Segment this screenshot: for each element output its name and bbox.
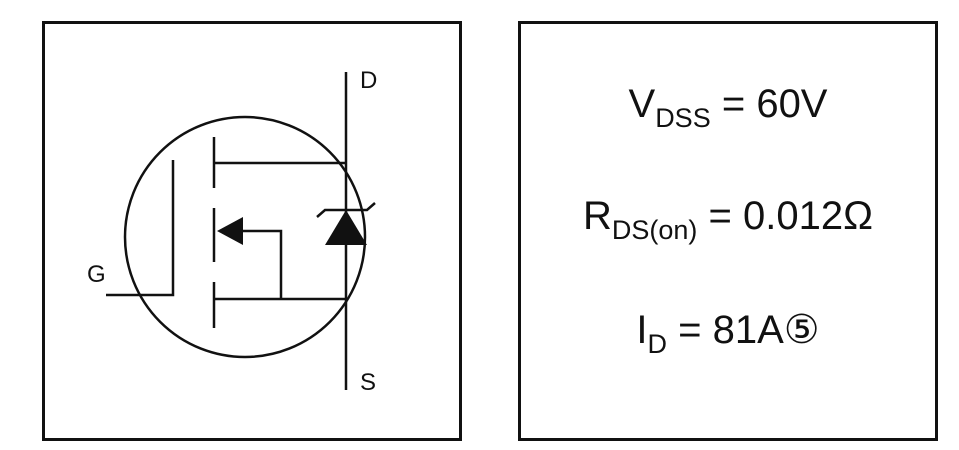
spec-id: ID = 81A⑤ <box>521 307 935 360</box>
mosfet-symbol-panel: D S G <box>42 21 462 441</box>
mosfet-schematic: D S G <box>87 67 377 396</box>
spec-symbol: I <box>636 308 648 352</box>
spec-value: = 81A⑤ <box>678 308 820 352</box>
gate-lead <box>106 160 175 297</box>
spec-value: = 0.012Ω <box>708 194 874 238</box>
spec-symbol: V <box>628 82 656 126</box>
spec-value: = 60V <box>721 82 828 126</box>
drain-label: D <box>360 67 377 94</box>
gate-label: G <box>87 261 106 288</box>
spec-subscript: D <box>647 329 667 359</box>
specs-panel: VDSS = 60V RDS(on) = 0.012Ω ID = 81A⑤ <box>518 21 938 441</box>
body-connection <box>241 229 283 299</box>
spec-subscript: DS(on) <box>611 215 698 245</box>
spec-symbol: R <box>582 194 612 238</box>
spec-rdson: RDS(on) = 0.012Ω <box>521 194 935 246</box>
package-circle <box>123 115 367 359</box>
arrow-icon <box>217 217 243 245</box>
spec-vdss: VDSS = 60V <box>521 82 935 134</box>
diode-icon <box>325 210 367 245</box>
source-label: S <box>360 369 376 396</box>
spec-subscript: DSS <box>655 103 711 133</box>
